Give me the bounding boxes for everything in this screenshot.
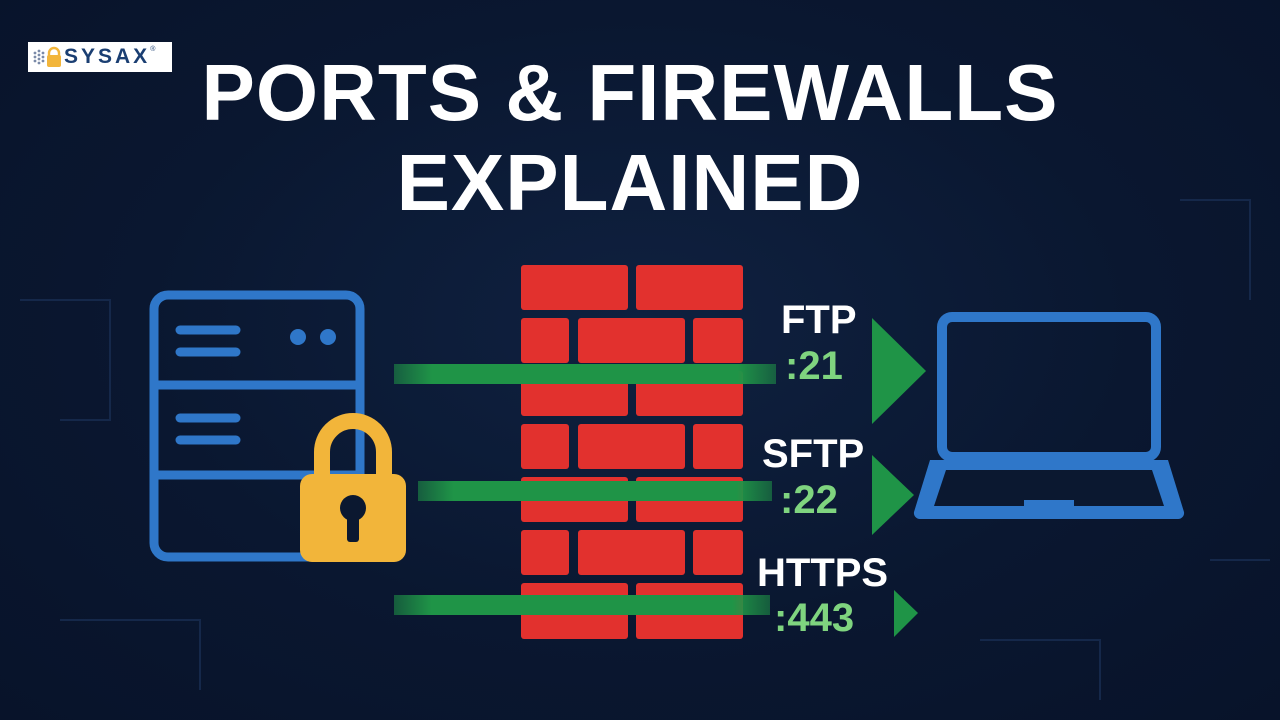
- traffic-bar-sftp: [418, 481, 772, 501]
- port-label-ftp: FTP: [781, 298, 857, 342]
- logo-registered-mark: ®: [150, 46, 156, 53]
- port-label-https: HTTPS: [757, 551, 889, 595]
- title-line-1: PORTS & FIREWALLS: [201, 48, 1059, 137]
- traffic-bar-https: [394, 595, 770, 615]
- circuit-background: [20, 199, 1270, 700]
- padlock-icon: [300, 413, 406, 562]
- arrow-right-icon: [872, 318, 926, 424]
- logo-wordmark: SYSAX: [64, 45, 151, 68]
- brick-firewall-icon: [521, 265, 743, 639]
- title-line-2: EXPLAINED: [396, 138, 864, 227]
- arrow-right-icon: [894, 590, 918, 637]
- traffic-bar-ftp: [394, 364, 776, 384]
- laptop-icon: [913, 312, 1185, 520]
- port-number-https: :443: [774, 596, 855, 640]
- logo-lock-icon: [33, 46, 61, 67]
- port-number-ftp: :21: [785, 344, 843, 388]
- port-label-sftp: SFTP: [762, 432, 865, 476]
- port-number-sftp: :22: [780, 478, 838, 522]
- sysax-logo: SYSAX ®: [28, 42, 172, 72]
- arrow-right-icon: [872, 455, 914, 535]
